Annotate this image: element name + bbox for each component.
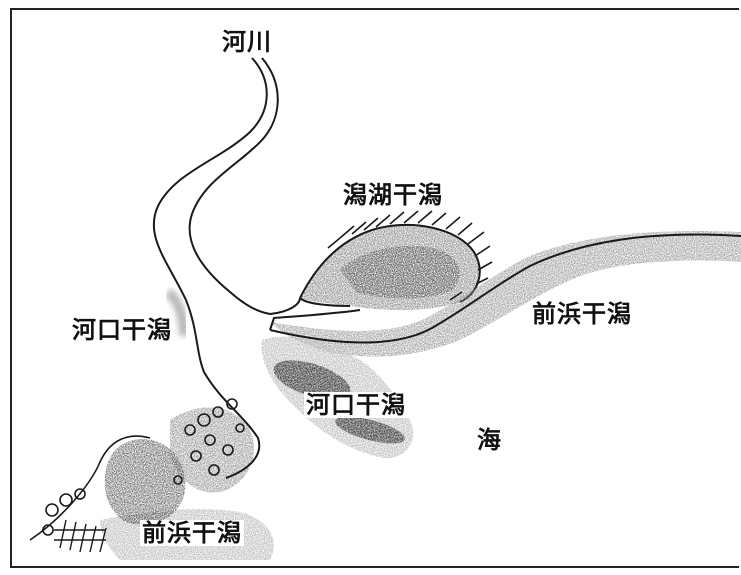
coast-line-bottom-left	[29, 435, 151, 541]
estuary-tidal-flat-left-band	[164, 288, 189, 337]
dune-hatch	[54, 519, 107, 553]
label-sea: 海	[477, 426, 502, 454]
label-estuary-tidal-flat-left: 河口干潟	[72, 316, 172, 344]
label-lagoon-tidal-flat: 潟湖干潟	[343, 181, 443, 209]
lagoon-tidal-flat	[299, 210, 493, 311]
label-river: 河川	[222, 28, 272, 56]
foreshore-tidal-flat-right	[270, 231, 741, 357]
label-foreshore-tidal-flat-bottom: 前浜干潟	[140, 519, 244, 547]
label-foreshore-tidal-flat-right: 前浜干潟	[530, 300, 634, 328]
figure-frame	[10, 8, 739, 568]
label-estuary-tidal-flat-center: 河口干潟	[304, 391, 408, 419]
hatch-marks	[327, 210, 493, 301]
river-banks	[152, 57, 741, 479]
